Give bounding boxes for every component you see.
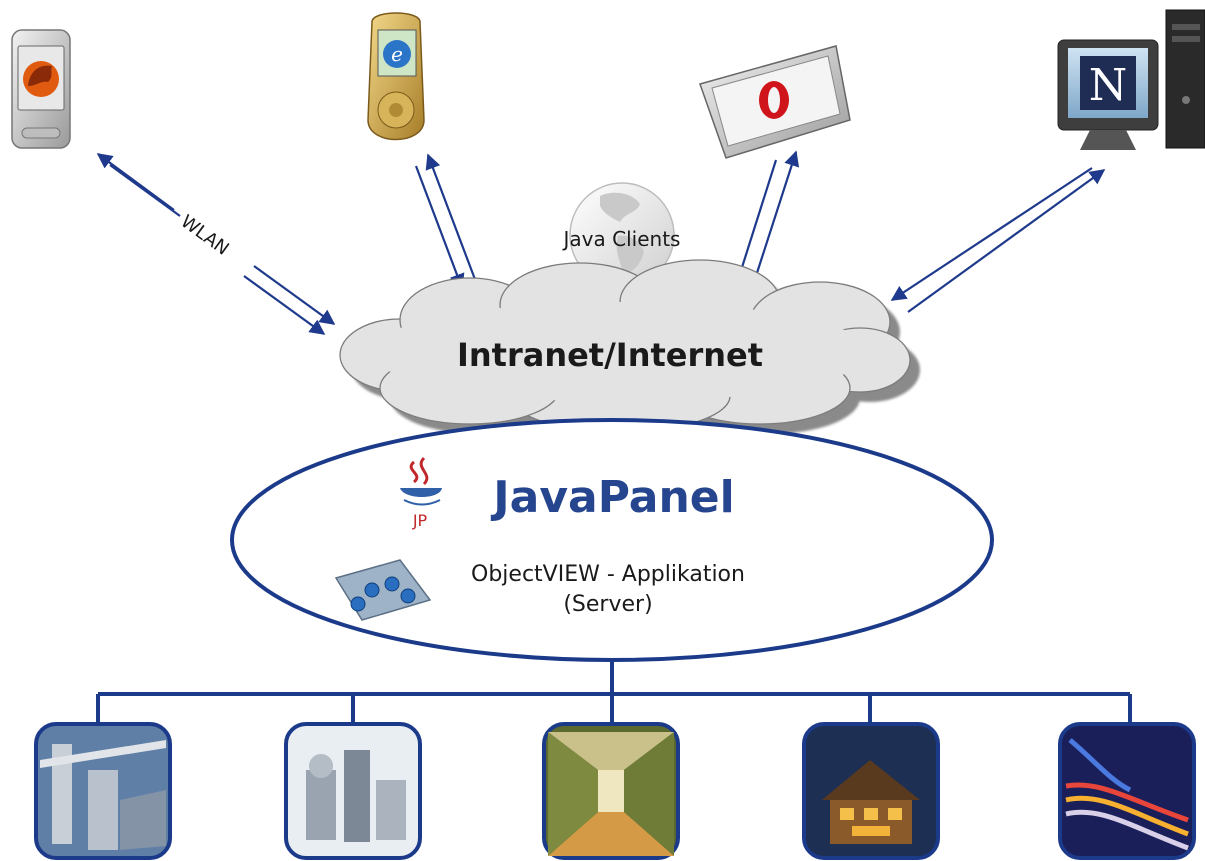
objectview-icon [334, 559, 432, 621]
java-clients-label: Java Clients [562, 227, 681, 251]
corridor-icon [548, 732, 674, 856]
network-cabling-photo [1058, 722, 1196, 860]
server-label: (Server) [563, 592, 652, 617]
jp-logo-label: JP [412, 511, 428, 530]
globe-icon [569, 182, 675, 288]
phone-link-arrows [414, 153, 478, 290]
desktop-link-arrows [890, 167, 1106, 313]
internet-explorer-icon: e [383, 40, 411, 68]
house-icon [822, 760, 920, 844]
tablet-link-arrows [734, 150, 800, 282]
opera-icon [759, 81, 789, 119]
building-corridor-photo [542, 722, 680, 860]
industrial-plant-icon [40, 740, 166, 850]
intranet-internet-label: Intranet/Internet [457, 336, 763, 374]
industrial-plant-photo [34, 722, 172, 860]
intranet-internet-cloud [339, 259, 920, 442]
svg-text:e: e [391, 42, 403, 66]
java-logo-icon [400, 456, 442, 506]
pda-client [11, 29, 71, 149]
wlan-label: WLAN [177, 211, 233, 260]
cables-icon [1065, 738, 1189, 851]
application-label: ObjectVIEW - Applikation [471, 562, 745, 587]
desktop-client: N [1057, 9, 1205, 150]
product-title: JavaPanel [490, 472, 734, 523]
svg-text:N: N [1089, 60, 1128, 111]
mozilla-icon [23, 61, 59, 97]
server-ellipse [230, 418, 994, 662]
residential-house-photo [802, 722, 940, 860]
machinery-icon [306, 750, 406, 842]
mobile-phone-client: e [367, 12, 425, 141]
wlan-link-arrows [96, 153, 336, 335]
tablet-client [699, 45, 851, 159]
connector-tree [96, 660, 1132, 724]
netscape-icon: N [1080, 56, 1136, 111]
process-machinery-photo [284, 722, 422, 860]
